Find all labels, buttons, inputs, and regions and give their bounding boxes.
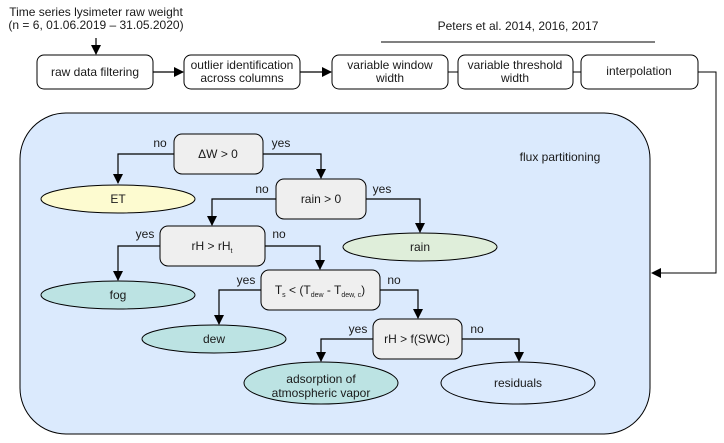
outcome-residuals: residuals	[440, 361, 596, 405]
edge-label-yes: yes	[349, 322, 368, 336]
pipeline-step-label: interpolation	[606, 64, 671, 78]
outcome-dew: dew	[141, 324, 287, 354]
outcome-label: ET	[110, 192, 126, 206]
outcome-adsorption: adsorption of atmospheric vapor	[243, 361, 399, 405]
pipeline-step-label: across columns	[200, 71, 283, 85]
pipeline-step-label: raw data filtering	[51, 65, 139, 79]
outcome-label: fog	[110, 288, 127, 302]
pipeline-step-variable-threshold-width: variable threshold width	[457, 54, 574, 90]
edge-label-yes: yes	[136, 227, 155, 241]
edge-label-yes: yes	[272, 136, 291, 150]
decision-label: ΔW > 0	[198, 147, 238, 161]
decision-label: rain > 0	[301, 192, 342, 206]
outcome-label: residuals	[494, 376, 542, 390]
edge-ts-yes	[214, 289, 261, 325]
pipeline-step-interpolation: interpolation	[580, 54, 699, 90]
decision-label: rH > rHt	[192, 239, 233, 255]
pipeline-step-label: width	[375, 71, 404, 85]
edge-dw-no	[113, 153, 174, 184]
edge-rh-no	[265, 245, 325, 270]
outcome-et: ET	[40, 184, 196, 214]
source-title: Time series lysimeter raw weight	[9, 5, 183, 19]
edge-dw-yes	[263, 153, 326, 179]
decision-label: rH > f(SWC)	[384, 332, 450, 346]
edge-label-no: no	[153, 136, 167, 150]
decision-label: Ts < (Tdew - Tdew, c)	[275, 283, 365, 299]
pipeline-step-label: variable window	[347, 58, 433, 72]
edge-label-yes: yes	[237, 273, 256, 287]
decision-rain: rain > 0	[275, 178, 367, 220]
edge-label-no: no	[272, 227, 286, 241]
pipeline-step-label: width	[500, 71, 529, 85]
outcome-label: dew	[203, 332, 225, 346]
decision-surface-temperature: Ts < (Tdew - Tdew, c)	[260, 269, 381, 311]
arrow-interpolation-to-partitioning	[651, 71, 717, 278]
edge-label-no: no	[387, 273, 401, 287]
reference-label: Peters et al. 2014, 2016, 2017	[438, 19, 599, 33]
edge-rain-yes	[366, 198, 425, 233]
edge-rain-no	[207, 198, 276, 226]
outcome-fog: fog	[40, 280, 196, 310]
edge-label-no: no	[470, 322, 484, 336]
decision-soil-water-content: rH > f(SWC)	[372, 318, 463, 360]
outcome-rain: rain	[342, 232, 498, 262]
edge-ts-no	[380, 289, 423, 319]
pipeline-step-label: variable threshold	[468, 58, 563, 72]
decision-relative-humidity: rH > rHt	[159, 225, 266, 267]
pipeline-step-outlier-identification: outlier identification across columns	[183, 54, 301, 90]
outcome-label: rain	[410, 240, 430, 254]
outcome-label: adsorption of	[286, 372, 356, 386]
pipeline-step-label: outlier identification	[191, 58, 294, 72]
decision-delta-w: ΔW > 0	[173, 133, 264, 175]
edge-swc-yes	[316, 338, 373, 362]
pipeline-step-variable-window-width: variable window width	[331, 54, 449, 90]
source-subtitle: (n = 6, 01.06.2019 – 31.05.2020)	[8, 18, 183, 32]
pipeline-step-raw-filtering: raw data filtering	[36, 54, 154, 90]
edge-rh-yes	[113, 245, 160, 281]
edge-swc-no	[462, 338, 524, 362]
container-label: flux partitioning	[520, 150, 601, 164]
edge-label-no: no	[255, 182, 269, 196]
outcome-label: atmospheric vapor	[272, 386, 371, 400]
edge-label-yes: yes	[373, 182, 392, 196]
